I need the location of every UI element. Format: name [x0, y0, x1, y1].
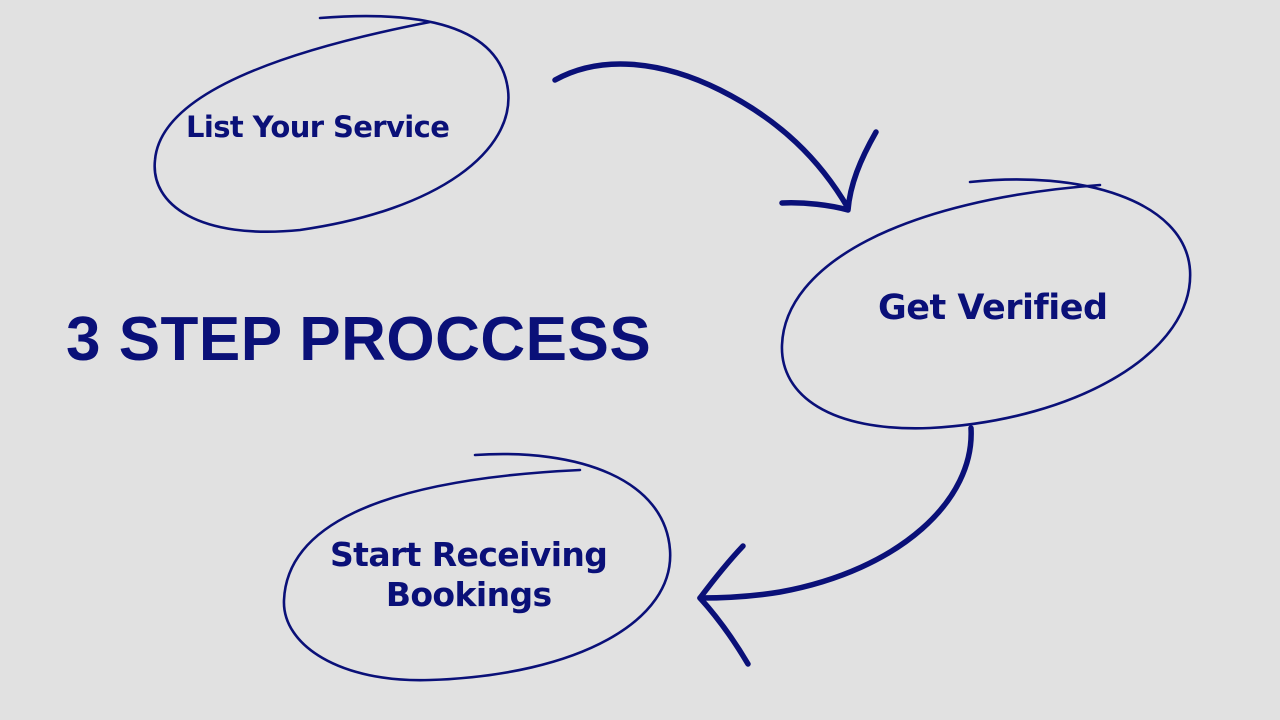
- page-title: 3 STEP PROCCESS: [66, 305, 652, 374]
- step-2-label: Get Verified: [878, 288, 1108, 328]
- arrow-step2-to-step3: [697, 425, 974, 601]
- step-1-ellipse: [153, 14, 510, 233]
- step-3-label: Start Receiving Bookings: [330, 535, 608, 614]
- step-3-label-line-1: Start Receiving: [330, 535, 608, 574]
- arrow-head-1: [779, 129, 879, 213]
- arrow-head-2: [697, 543, 751, 667]
- step-3-label-line-2: Bookings: [385, 574, 552, 614]
- step-3-ellipse: [282, 452, 672, 682]
- step-2-ellipse: [780, 178, 1192, 430]
- arrow-step1-to-step2: [552, 61, 851, 211]
- step-1-label: List Your Service: [186, 110, 450, 144]
